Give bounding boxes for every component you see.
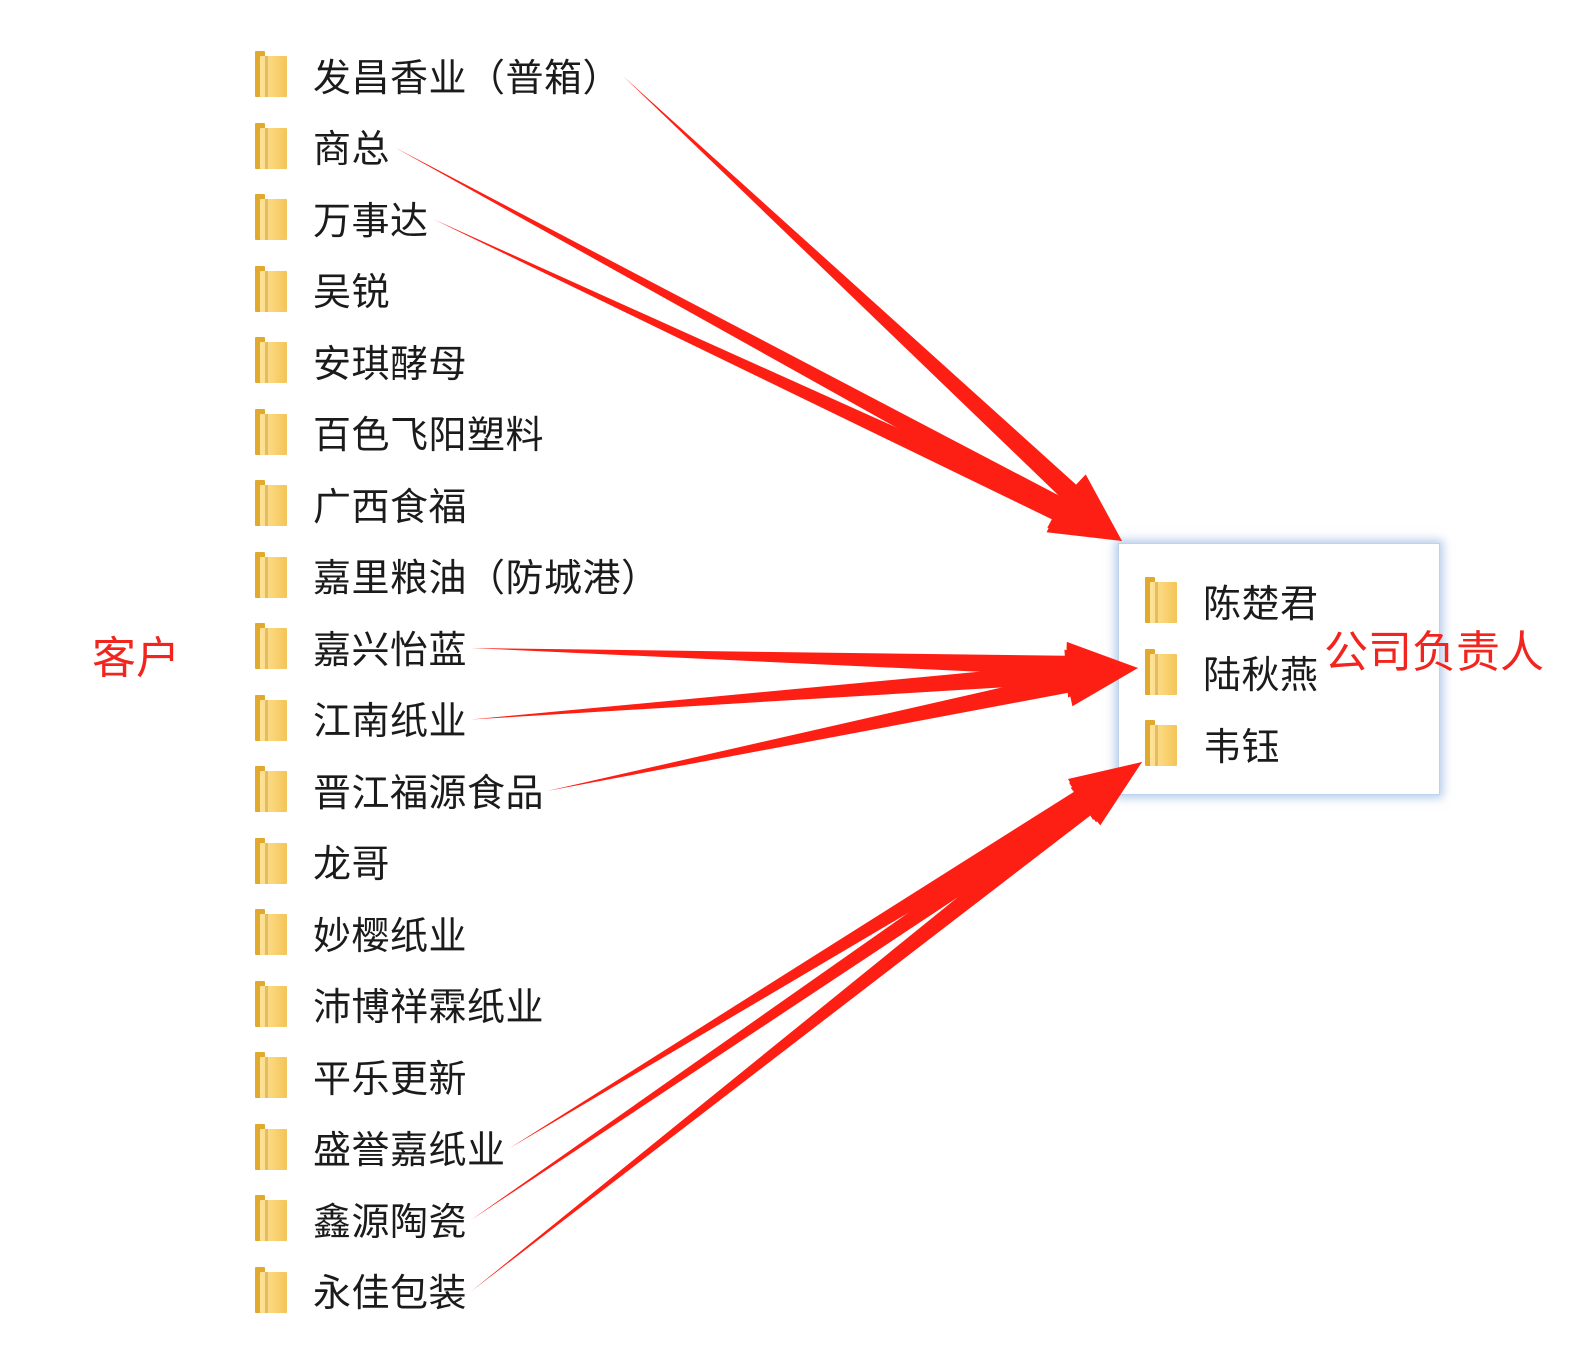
folder-icon — [1145, 577, 1179, 623]
manager-folder-item[interactable]: 陈楚君 — [1145, 568, 1319, 632]
manager-folder-item[interactable]: 韦钰 — [1145, 711, 1280, 775]
client-folder-item[interactable]: 妙樱纸业 — [255, 900, 467, 964]
client-folder-item[interactable]: 永佳包装 — [255, 1258, 467, 1322]
folder-icon — [255, 1195, 289, 1241]
client-folder-item[interactable]: 安琪酵母 — [255, 328, 467, 392]
manager-folder-item-label: 陈楚君 — [1203, 581, 1319, 626]
folder-icon — [255, 480, 289, 526]
connector-arrow — [509, 762, 1142, 1149]
folder-icon — [255, 1123, 289, 1170]
folder-icon — [255, 1266, 289, 1313]
folder-icon — [1145, 648, 1179, 695]
client-folder-item-label: 江南纸业 — [313, 699, 468, 743]
client-folder-item[interactable]: 沛博祥霖纸业 — [255, 972, 544, 1036]
client-folder-item[interactable]: 商总 — [255, 114, 390, 178]
client-folder-item[interactable]: 江南纸业 — [255, 686, 467, 750]
folder-icon — [255, 122, 289, 169]
client-folder-item-label: 嘉里粮油（防城港） — [313, 556, 660, 600]
client-folder-item[interactable]: 鑫源陶瓷 — [255, 1186, 467, 1250]
client-folder-item[interactable]: 发昌香业（普箱） — [255, 42, 621, 106]
client-folder-item-label: 盛誉嘉纸业 — [313, 1128, 506, 1172]
folder-icon — [255, 194, 289, 240]
client-folder-item-label: 龙哥 — [313, 842, 391, 886]
folder-icon — [255, 1052, 289, 1098]
connector-arrow — [471, 762, 1142, 1292]
client-folder-item[interactable]: 吴锐 — [255, 257, 390, 321]
connector-arrow — [471, 649, 1138, 720]
folder-icon — [255, 551, 289, 598]
client-folder-item[interactable]: 广西食福 — [255, 471, 467, 535]
connector-arrow — [547, 659, 1138, 791]
client-folder-item-label: 发昌香业（普箱） — [313, 55, 622, 100]
manager-folder-item-label: 陆秋燕 — [1203, 653, 1319, 697]
clipped-item-above — [1149, 544, 1439, 548]
folder-icon — [255, 51, 289, 97]
connector-arrow — [471, 641, 1138, 690]
client-folder-item-label: 安琪酵母 — [313, 341, 468, 386]
client-folder-item[interactable]: 龙哥 — [255, 829, 390, 893]
client-folder-item-label: 广西食福 — [313, 484, 468, 529]
client-folder-item-label: 万事达 — [313, 198, 429, 243]
client-folder-item[interactable]: 晋江福源食品 — [255, 757, 544, 821]
manager-folder-panel: 陈楚君陆秋燕韦钰 — [1118, 543, 1440, 795]
client-folder-item[interactable]: 平乐更新 — [255, 1043, 467, 1107]
connector-arrow — [471, 762, 1142, 1220]
client-folder-item[interactable]: 嘉兴怡蓝 — [255, 614, 467, 678]
folder-icon — [255, 909, 289, 955]
connector-arrow — [433, 219, 1122, 541]
client-folder-item-label: 鑫源陶瓷 — [313, 1199, 468, 1244]
folder-icon — [255, 623, 289, 669]
client-folder-item-label: 晋江福源食品 — [313, 770, 545, 815]
folder-icon — [1145, 720, 1179, 766]
client-folder-item-label: 商总 — [313, 127, 391, 171]
connector-arrow — [395, 147, 1122, 541]
connector-arrow — [623, 76, 1122, 541]
folder-icon — [255, 766, 289, 812]
manager-folder-item[interactable]: 陆秋燕 — [1145, 640, 1319, 704]
client-folder-item-label: 妙樱纸业 — [313, 913, 468, 958]
manager-folder-item-label: 韦钰 — [1203, 724, 1281, 769]
client-folder-item[interactable]: 嘉里粮油（防城港） — [255, 543, 660, 607]
client-folder-item-label: 嘉兴怡蓝 — [313, 627, 468, 672]
folder-icon — [255, 408, 289, 455]
folder-icon — [255, 694, 289, 741]
client-folder-item[interactable]: 百色飞阳塑料 — [255, 400, 544, 464]
folder-icon — [255, 265, 289, 312]
managers-label: 公司负责人 — [1324, 627, 1544, 678]
folder-icon — [255, 980, 289, 1027]
client-folder-item[interactable]: 盛誉嘉纸业 — [255, 1115, 506, 1179]
client-folder-item-label: 吴锐 — [313, 270, 391, 314]
client-folder-item-label: 平乐更新 — [313, 1056, 468, 1101]
client-folder-item[interactable]: 万事达 — [255, 185, 429, 249]
folder-icon — [255, 837, 289, 884]
client-folder-item-label: 沛博祥霖纸业 — [313, 985, 545, 1029]
folder-icon — [255, 337, 289, 383]
client-folder-item-label: 百色飞阳塑料 — [313, 413, 545, 457]
client-folder-item-label: 永佳包装 — [313, 1271, 468, 1315]
clients-label: 客户 — [92, 633, 180, 684]
